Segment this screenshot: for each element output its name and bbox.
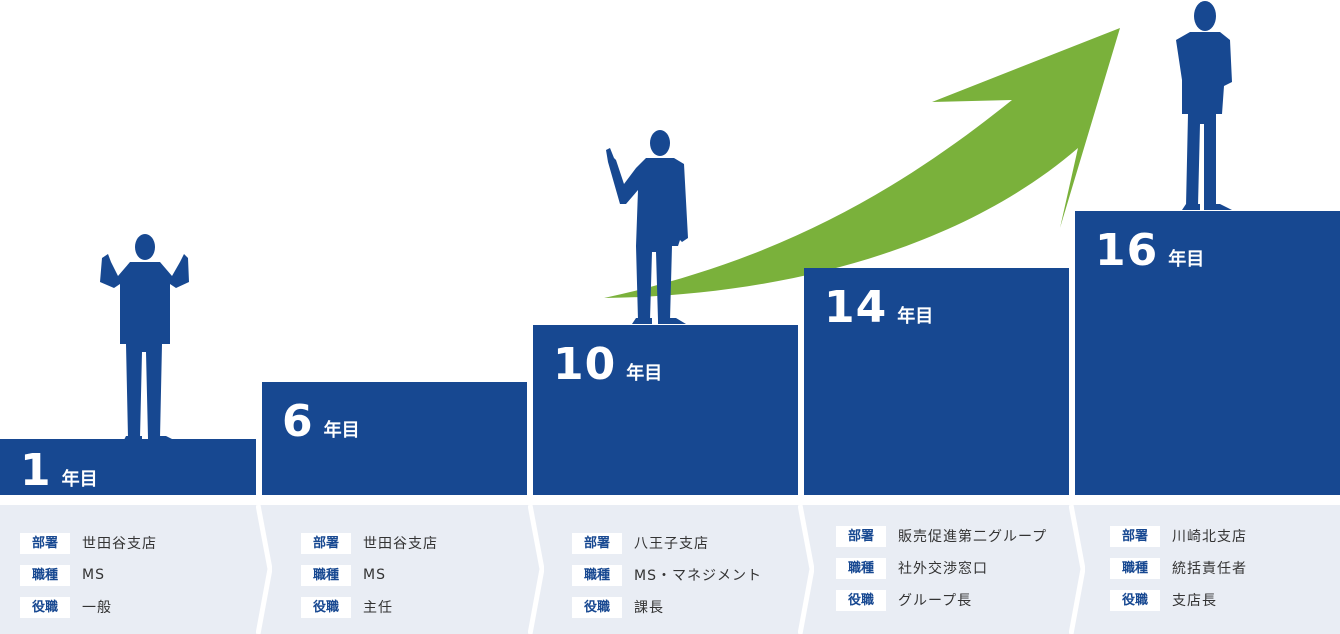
info-row-job-type: 職種社外交渉窓口 <box>836 552 1047 584</box>
year-number: 16 <box>1095 225 1159 276</box>
step-year-10: 10 年目 <box>533 325 798 495</box>
job-type-tag: 職種 <box>572 564 622 586</box>
job-type-value: 統括責任者 <box>1172 561 1247 577</box>
position-tag: 役職 <box>20 596 70 618</box>
position-value: グループ長 <box>898 593 973 609</box>
position-value: 課長 <box>634 600 664 616</box>
chevron-separator <box>528 505 544 634</box>
info-row-department: 部署川崎北支店 <box>1110 520 1247 552</box>
info-row-job-type: 職種統括責任者 <box>1110 552 1247 584</box>
year-unit: 年目 <box>626 363 663 384</box>
department-tag: 部署 <box>20 532 70 554</box>
department-value: 販売促進第二グループ <box>898 529 1048 545</box>
position-value: 支店長 <box>1172 593 1217 609</box>
department-tag: 部署 <box>572 532 622 554</box>
job-type-value: 社外交渉窓口 <box>898 561 988 577</box>
year-number: 6 <box>282 396 314 447</box>
info-row-department: 部署世田谷支店 <box>20 527 157 559</box>
info-row-position: 役職グループ長 <box>836 584 1047 616</box>
year-unit: 年目 <box>61 469 98 490</box>
info-row-job-type: 職種 MS・マネジメント <box>572 559 762 591</box>
department-tag: 部署 <box>1110 525 1160 547</box>
step-year-16: 16 年目 <box>1075 211 1340 495</box>
position-tag: 役職 <box>572 596 622 618</box>
person-cheering-icon <box>100 234 189 440</box>
department-tag: 部署 <box>836 525 886 547</box>
info-row-department: 部署八王子支店 <box>572 527 762 559</box>
info-row-department: 部署販売促進第二グループ <box>836 520 1047 552</box>
info-row-job-type: 職種 MS <box>20 559 157 591</box>
step-year-14: 14 年目 <box>804 268 1069 495</box>
person-thinking-icon <box>1176 1 1232 210</box>
year-unit: 年目 <box>1168 249 1205 270</box>
info-column-year-1: 部署世田谷支店 職種 MS 役職一般 <box>20 527 157 623</box>
position-value: 主任 <box>363 600 393 616</box>
job-type-tag: 職種 <box>301 564 351 586</box>
info-column-year-14: 部署販売促進第二グループ 職種社外交渉窓口 役職グループ長 <box>836 520 1047 616</box>
position-value: 一般 <box>82 600 112 616</box>
year-number: 10 <box>553 339 617 390</box>
step-year-6: 6 年目 <box>262 382 527 495</box>
department-value: 八王子支店 <box>634 536 709 552</box>
job-type-tag: 職種 <box>20 564 70 586</box>
info-row-position: 役職課長 <box>572 591 762 623</box>
job-type-value: MS・マネジメント <box>634 568 762 584</box>
year-unit: 年目 <box>897 306 934 327</box>
department-value: 世田谷支店 <box>363 536 438 552</box>
position-tag: 役職 <box>301 596 351 618</box>
chevron-separator <box>798 505 814 634</box>
info-row-position: 役職支店長 <box>1110 584 1247 616</box>
job-type-value: MS <box>363 567 386 583</box>
info-row-job-type: 職種 MS <box>301 559 438 591</box>
year-number: 1 <box>20 445 52 496</box>
info-row-position: 役職主任 <box>301 591 438 623</box>
position-tag: 役職 <box>1110 589 1160 611</box>
job-type-tag: 職種 <box>1110 557 1160 579</box>
info-row-position: 役職一般 <box>20 591 157 623</box>
step-year-1: 1 年目 <box>0 439 256 496</box>
info-column-year-10: 部署八王子支店 職種 MS・マネジメント 役職課長 <box>572 527 762 623</box>
department-value: 川崎北支店 <box>1172 529 1247 545</box>
person-pointing-icon <box>606 130 688 324</box>
info-row-department: 部署世田谷支店 <box>301 527 438 559</box>
job-type-value: MS <box>82 567 105 583</box>
info-column-year-6: 部署世田谷支店 職種 MS 役職主任 <box>301 527 438 623</box>
chevron-separator <box>1069 505 1085 634</box>
year-number: 14 <box>824 282 888 333</box>
department-tag: 部署 <box>301 532 351 554</box>
department-value: 世田谷支店 <box>82 536 157 552</box>
position-tag: 役職 <box>836 589 886 611</box>
job-type-tag: 職種 <box>836 557 886 579</box>
chevron-separator <box>256 505 272 634</box>
year-unit: 年目 <box>323 420 360 441</box>
info-column-year-16: 部署川崎北支店 職種統括責任者 役職支店長 <box>1110 520 1247 616</box>
